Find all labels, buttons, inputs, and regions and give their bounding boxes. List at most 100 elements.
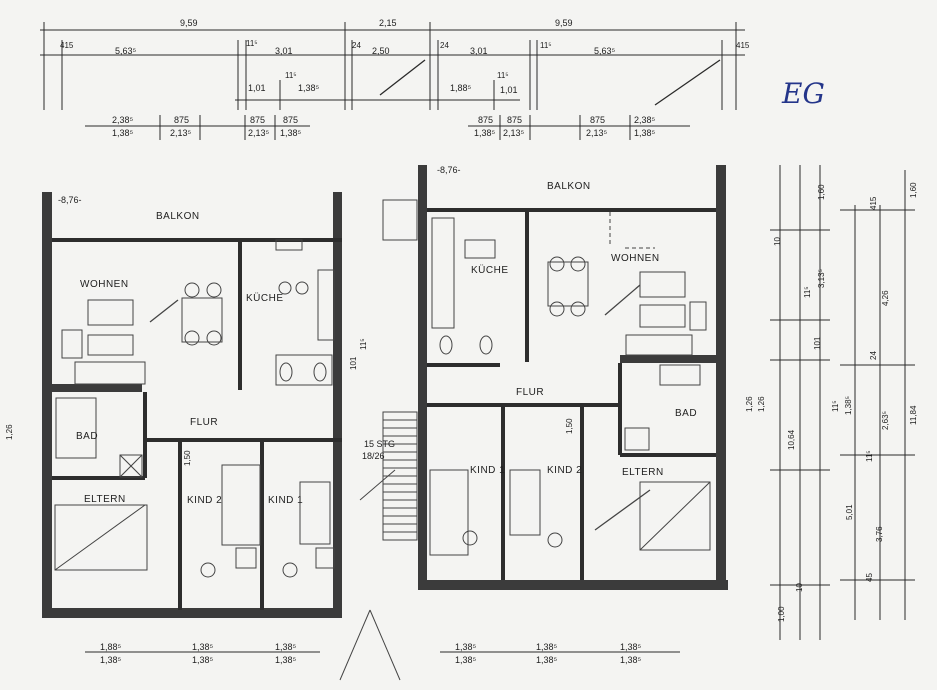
dim-label: 9,59	[180, 18, 198, 28]
kitchen-counter	[317, 269, 335, 341]
dim-label: 1,38⁵	[536, 642, 558, 652]
dim-label: 11⁵	[497, 71, 509, 80]
desk	[315, 547, 335, 569]
dim-label: 11⁵	[246, 39, 258, 48]
stair-upper	[382, 199, 418, 241]
room-label-bad-right: BAD	[675, 408, 698, 419]
dim-label: 875	[478, 115, 494, 125]
single-bed	[299, 481, 331, 545]
dim-label: 1,38⁵	[280, 128, 302, 138]
dim-label: 1,50	[183, 450, 192, 466]
pencil-mark	[149, 299, 179, 323]
dim-label: 24	[440, 41, 449, 50]
dim-label: 1,01	[500, 85, 518, 95]
sofa	[639, 271, 686, 298]
floor-label: EG	[782, 77, 825, 110]
dim-label: 10,64	[787, 429, 796, 450]
dim-label: 1,38⁵	[100, 655, 122, 665]
room-label-kind1-left: KIND 1	[268, 495, 304, 506]
dim-label: 1,38⁵	[844, 396, 853, 415]
room-label-eltern-left: ELTERN	[84, 494, 126, 505]
dim-label: 1,38⁵	[298, 83, 320, 93]
room-label-wohnen-left: WOHNEN	[80, 279, 129, 290]
bath-tile-area	[55, 397, 97, 459]
wall-left-bottom	[42, 608, 342, 618]
chair-icon	[282, 562, 298, 578]
dim-label: 1,38⁵	[634, 128, 656, 138]
chair-icon	[570, 301, 586, 317]
wc-room	[275, 354, 333, 386]
room-label-eltern-right: ELTERN	[622, 467, 664, 478]
wall-right-left	[418, 165, 427, 590]
dim-label: 2,38⁵	[634, 115, 656, 125]
room-label-kind1-right: KIND 1	[470, 465, 506, 476]
bed-diagonal	[54, 504, 146, 571]
chair-icon	[295, 281, 309, 295]
dim-label: 11⁵	[803, 286, 812, 298]
chair-icon	[549, 256, 565, 272]
level-label-left: -8,76-	[58, 195, 82, 205]
dim-label: 2,63⁵	[881, 411, 890, 430]
dim-label: 1,60	[909, 182, 918, 198]
toilet-icon	[279, 362, 293, 382]
chair-icon	[200, 562, 216, 578]
dim-label: 5,63⁵	[115, 46, 137, 56]
toilet-icon	[439, 335, 453, 355]
chair-icon	[206, 282, 222, 298]
room-label-kueche-left: KÜCHE	[246, 293, 284, 304]
coffee-table	[639, 304, 686, 328]
coffee-table	[87, 334, 134, 356]
dim-label: 1,60	[817, 184, 826, 200]
single-bed	[429, 469, 469, 556]
chair-icon	[184, 330, 200, 346]
sink-icon	[313, 362, 327, 382]
dim-label: 11⁵	[285, 71, 297, 80]
single-bed	[509, 469, 541, 536]
dim-label: 3,01	[275, 46, 293, 56]
dim-label: 3,76	[875, 526, 884, 542]
dim-label: 11⁵	[359, 338, 368, 350]
dim-label: 11,84	[909, 405, 918, 425]
dim-label: 2,13⁵	[170, 128, 192, 138]
room-label-kind2-right: KIND 2	[547, 465, 583, 476]
kitchen-counter	[431, 217, 455, 329]
wall-left-right	[333, 192, 342, 618]
pencil-mark	[379, 59, 426, 96]
bath-tile-area	[659, 364, 701, 386]
chair-icon	[547, 532, 563, 548]
dim-label: 415	[869, 196, 878, 210]
dim-label: 2,38⁵	[112, 115, 134, 125]
dim-label: 2,50	[372, 46, 390, 56]
chair-icon	[549, 301, 565, 317]
dim-label: 2,13⁵	[586, 128, 608, 138]
dim-label: 1,38⁵	[112, 128, 134, 138]
dim-label: 1,38⁵	[455, 655, 477, 665]
dim-label: 1,01	[248, 83, 266, 93]
desk	[235, 547, 257, 569]
dim-label: 1,38⁵	[536, 655, 558, 665]
dim-label: 875	[507, 115, 523, 125]
chair-icon	[278, 281, 292, 295]
dim-label: 1,26	[5, 424, 14, 440]
chair-icon	[184, 282, 200, 298]
bed-diagonal	[639, 481, 711, 551]
dim-label: 2,13⁵	[503, 128, 525, 138]
shower	[624, 427, 650, 451]
dim-label: 5,63⁵	[594, 46, 616, 56]
double-bed	[639, 481, 711, 551]
dim-label: 415	[60, 41, 74, 50]
dim-label: 10	[795, 583, 804, 592]
dim-label: 1,26	[757, 396, 766, 412]
stair-ratio-label: 18/26	[362, 451, 385, 461]
wall-right-bottom	[418, 580, 728, 590]
level-label-right: -8,76-	[437, 165, 461, 175]
dim-label: 1,38⁵	[192, 642, 214, 652]
dim-label: 875	[174, 115, 190, 125]
dim-label: 9,59	[555, 18, 573, 28]
stair-count-label: 15 STG	[364, 439, 396, 449]
dim-label: 10	[773, 237, 782, 246]
entrance-line	[369, 609, 401, 681]
dim-label: 1,38⁵	[275, 655, 297, 665]
room-label-kind2-left: KIND 2	[187, 495, 223, 506]
entrance-line	[339, 609, 371, 681]
